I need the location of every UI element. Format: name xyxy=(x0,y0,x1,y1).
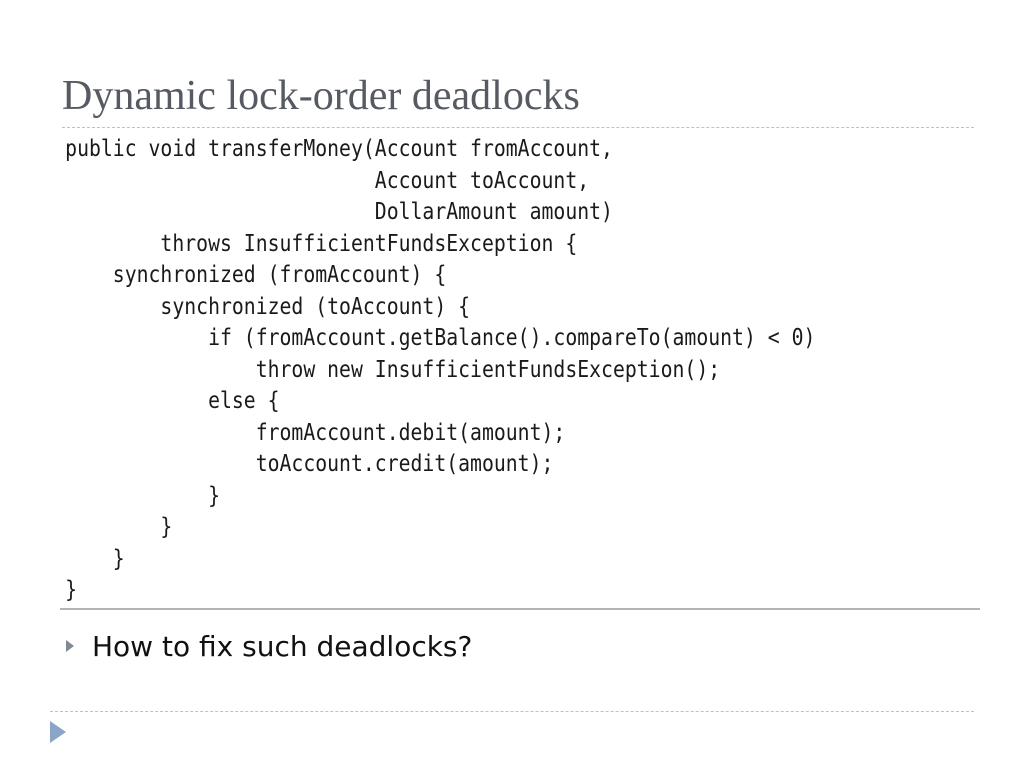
triangle-corner-icon xyxy=(50,721,66,743)
code-line: } xyxy=(65,514,173,540)
triangle-bullet-icon xyxy=(66,640,74,652)
code-line: else { xyxy=(65,388,280,414)
code-line: } xyxy=(65,482,220,509)
code-block: public void transferMoney(Account fromAc… xyxy=(60,130,851,607)
code-line: synchronized (toAccount) { xyxy=(65,293,471,320)
slide-title: Dynamic lock-order deadlocks xyxy=(62,73,580,119)
title-divider xyxy=(62,127,974,128)
code-line: } xyxy=(65,545,125,572)
code-image: public void transferMoney(Account fromAc… xyxy=(60,130,980,610)
code-line: if (fromAccount.getBalance().compareTo(a… xyxy=(65,325,816,351)
code-line: Account toAccount, xyxy=(65,167,590,194)
code-line: throw new InsufficientFundsException(); xyxy=(65,356,721,383)
code-line: } xyxy=(65,577,78,603)
footer-divider xyxy=(50,711,974,712)
code-line: public void transferMoney(Account fromAc… xyxy=(65,136,613,162)
code-line: toAccount.credit(amount); xyxy=(65,451,554,477)
code-line: synchronized (fromAccount) { xyxy=(65,262,447,288)
code-line: DollarAmount amount) xyxy=(65,199,613,225)
code-line: fromAccount.debit(amount); xyxy=(65,419,566,446)
bullet-text: How to fix such deadlocks? xyxy=(92,629,473,663)
bullet-item: How to fix such deadlocks? xyxy=(66,626,472,666)
code-line: throws InsufficientFundsException { xyxy=(65,230,578,257)
